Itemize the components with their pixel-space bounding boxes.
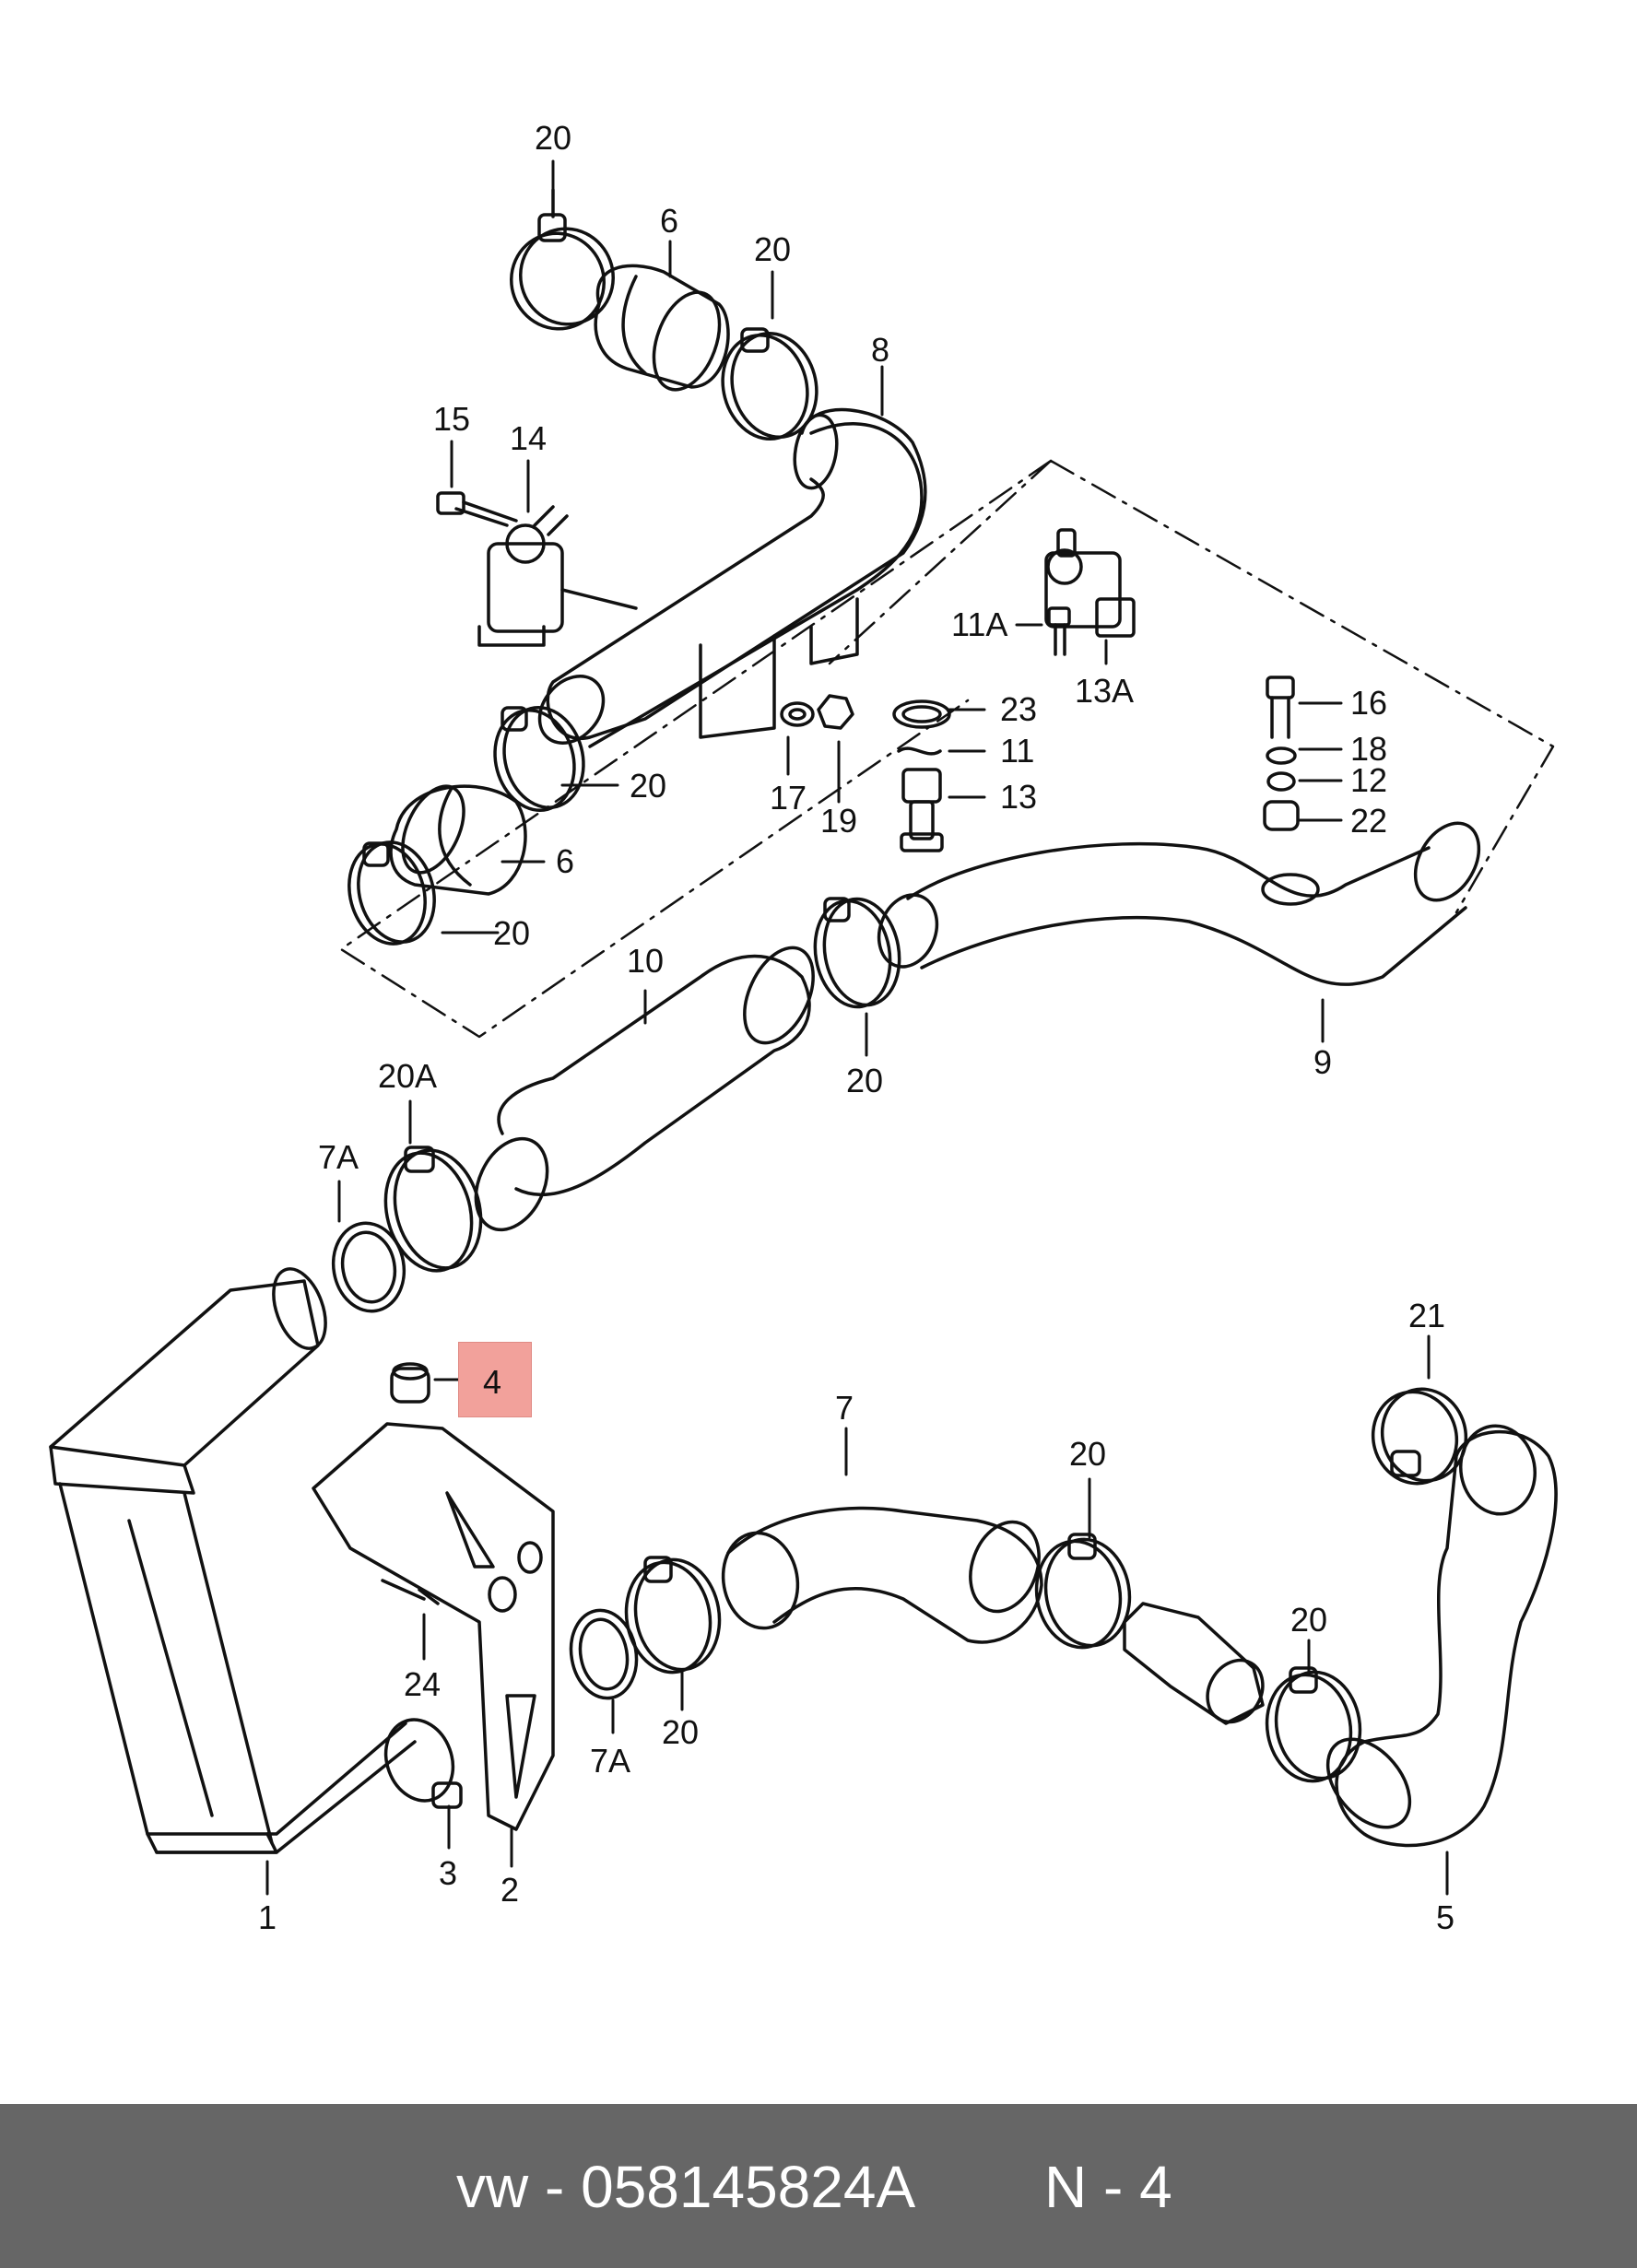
callout-label: 7A (590, 1742, 631, 1780)
reference-number-text: N - 4 (1044, 2154, 1172, 2220)
callout-label: 5 (1436, 1898, 1455, 1936)
hose-clamp-top (510, 188, 615, 331)
callout-label: 10 (627, 942, 665, 980)
hose-clamp-mid-left (493, 706, 585, 812)
pipe-8 (537, 407, 927, 748)
hose-clamp-mid-right (813, 897, 901, 1009)
callout-label: 9 (1313, 1043, 1333, 1081)
pipe-9 (877, 821, 1481, 986)
callout-label: 6 (556, 842, 575, 880)
subassembly-boundary (339, 459, 1555, 1039)
sensor-wire-11 (897, 746, 942, 756)
leader-lines (265, 159, 1449, 1896)
bolt-11A (1047, 606, 1071, 656)
callout-label: 14 (510, 419, 548, 457)
callout-label: 6 (660, 202, 679, 240)
callout-label: 15 (433, 400, 471, 438)
callout-label: 13 (1000, 778, 1038, 816)
callout-label: 22 (1350, 802, 1388, 840)
highlighted-part-callout: 4 (458, 1342, 532, 1417)
callout-label: 2 (501, 1871, 520, 1909)
callout-label: 3 (439, 1854, 458, 1892)
hose-clamp-lower-b (1034, 1533, 1132, 1650)
callout-label: 20 (754, 230, 792, 268)
callout-label: 7 (835, 1389, 854, 1427)
callout-label: 20 (1069, 1435, 1107, 1473)
sensor-13 (900, 768, 944, 852)
hose-clamp-20A (383, 1146, 483, 1273)
callout-label: 19 (820, 802, 858, 840)
bolt-3 (431, 1781, 463, 1809)
callout-label: 20 (535, 119, 572, 157)
hose-6-mid (389, 784, 527, 896)
ring-23 (892, 699, 951, 729)
bolt-15 (436, 491, 518, 527)
callout-label: 11 (1000, 732, 1035, 770)
hose-clamp-lower-a (624, 1556, 722, 1675)
part-number-text: vw - 058145824A (456, 2154, 916, 2220)
callout-label: 13A (1075, 672, 1135, 710)
hose-clamp-second (721, 327, 818, 441)
o-ring-7A-upper (331, 1221, 406, 1313)
grommet-4 (390, 1362, 430, 1404)
bolt-16 (1261, 676, 1320, 906)
callout-label: 1 (258, 1898, 277, 1936)
intercooler-1 (49, 1267, 455, 1854)
hose-5 (1325, 1424, 1558, 1848)
hose-6-top (594, 264, 730, 392)
hose-clamp-lower-left (347, 840, 436, 946)
callout-label: 16 (1350, 684, 1388, 722)
bracket-2 (312, 1422, 555, 1831)
callout-label: 12 (1350, 761, 1388, 799)
callout-label: 24 (404, 1665, 442, 1703)
part-number-footer: vw - 058145824A N - 4 (0, 2104, 1637, 2268)
callout-label: 20 (662, 1713, 700, 1751)
stud-24 (381, 1579, 440, 1605)
callout-label: 20 (493, 914, 531, 952)
callout-label: 11A (951, 605, 1008, 643)
hose-clamp-21 (1371, 1387, 1468, 1486)
hose-10 (474, 946, 815, 1232)
callout-label: 20A (378, 1057, 438, 1095)
connector-pipe (1123, 1602, 1265, 1725)
sensor-13A (1044, 528, 1136, 638)
hose-clamp-lower-c (1265, 1666, 1362, 1783)
hose-7 (721, 1506, 1043, 1644)
callout-label: 18 (1350, 730, 1388, 768)
intercooler-hose-diagram (49, 159, 1558, 1896)
callout-label: 23 (1000, 690, 1038, 728)
callout-label: 7A (318, 1138, 359, 1176)
washer-17 (780, 701, 815, 727)
valve-14 (477, 505, 638, 647)
callout-label: 17 (770, 779, 807, 817)
callout-label: 8 (871, 331, 890, 369)
nut-19 (817, 694, 854, 730)
callout-label: 20 (630, 767, 667, 805)
highlighted-part-label: 4 (483, 1363, 502, 1401)
callout-label: 21 (1408, 1297, 1446, 1334)
callout-label: 20 (846, 1062, 884, 1099)
callout-label: 20 (1290, 1601, 1328, 1639)
